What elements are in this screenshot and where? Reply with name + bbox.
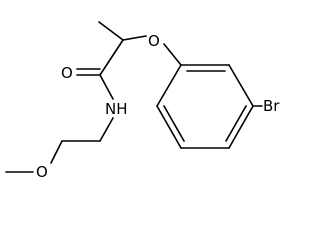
carbonyl-oxygen-label: O <box>61 64 73 82</box>
ring-bond-5 <box>156 105 182 149</box>
amide-nitrogen-label: NH <box>105 100 128 118</box>
bond-methyl <box>98 21 124 41</box>
bond-alpha-carbonyl <box>99 39 124 76</box>
ring-bond-2 <box>228 64 254 107</box>
bond-n-ch2 <box>99 117 114 142</box>
bond-ether-o-ring <box>163 43 182 66</box>
ether-oxygen-label: O <box>148 32 160 50</box>
bromine-label: Br <box>263 97 280 115</box>
chemical-structure-diagram: O O NH Br O <box>5 21 280 181</box>
bond-ch2-o <box>50 140 63 164</box>
methoxy-oxygen-label: O <box>36 163 48 181</box>
ring-bond-3 <box>228 105 254 149</box>
ring-bond-6 <box>156 64 182 107</box>
ring-inner-double-3 <box>163 105 185 142</box>
benzene-ring <box>156 64 254 149</box>
bond-carbonyl-n <box>99 74 114 100</box>
bond-alpha-ether-o <box>122 35 147 41</box>
ring-inner-double-2 <box>225 105 247 142</box>
